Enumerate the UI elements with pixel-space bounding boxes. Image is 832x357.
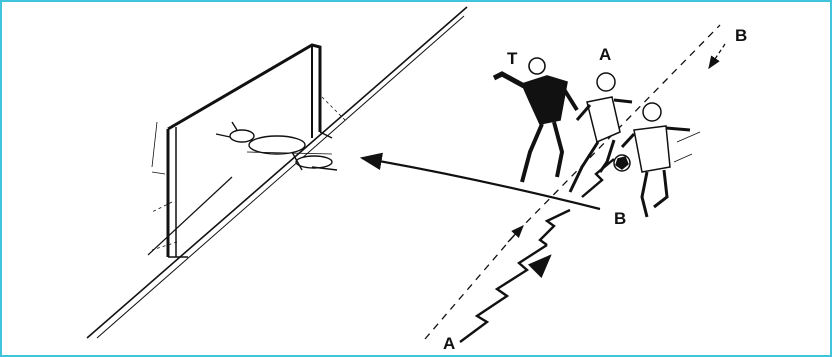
dribble-paths xyxy=(460,159,614,342)
player-b-start-label: B xyxy=(735,27,747,44)
goalkeeper-icon xyxy=(494,58,577,182)
goal-icon xyxy=(152,45,347,257)
soccer-ball-icon xyxy=(614,155,630,171)
goalkeeper-label: T xyxy=(507,50,517,67)
player-a-label: A xyxy=(599,46,611,63)
attacker-b-icon xyxy=(622,103,700,217)
player-b-shot-label: B xyxy=(614,210,626,227)
attacker-a-icon xyxy=(570,73,632,192)
pitch-lines xyxy=(87,7,467,338)
player-a-start-label: A xyxy=(443,335,455,352)
